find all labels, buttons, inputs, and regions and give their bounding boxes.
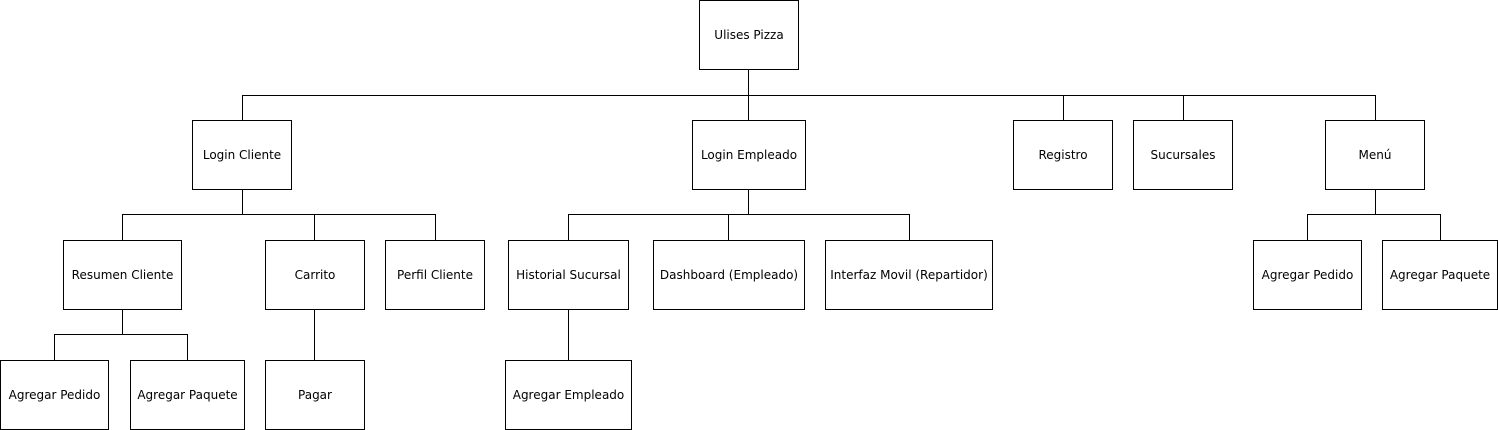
node-resumen-agregar-pedido: Agregar Pedido bbox=[0, 360, 109, 430]
connector-line bbox=[568, 214, 569, 240]
node-carrito: Carrito bbox=[265, 240, 365, 310]
connector-line bbox=[568, 214, 910, 215]
connector-line bbox=[1440, 214, 1441, 240]
node-login-cliente: Login Cliente bbox=[192, 120, 292, 190]
node-sucursales: Sucursales bbox=[1133, 120, 1233, 190]
connector-line bbox=[728, 214, 729, 240]
node-pagar: Pagar bbox=[265, 360, 365, 430]
connector-line bbox=[748, 69, 749, 96]
connector-line bbox=[748, 189, 749, 215]
connector-line bbox=[242, 95, 1376, 96]
node-interfaz-movil: Interfaz Movil (Repartidor) bbox=[825, 240, 993, 310]
connector-line bbox=[568, 309, 569, 360]
node-login-empleado: Login Empleado bbox=[692, 120, 806, 190]
connector-line bbox=[122, 214, 123, 240]
connector-line bbox=[314, 214, 315, 240]
connector-line bbox=[1063, 95, 1064, 121]
connector-line bbox=[748, 95, 749, 121]
node-agregar-empleado: Agregar Empleado bbox=[505, 360, 632, 430]
node-historial-sucursal: Historial Sucursal bbox=[508, 240, 629, 310]
connector-line bbox=[1375, 95, 1376, 121]
connector-line bbox=[1375, 189, 1376, 215]
node-menu-agregar-pedido: Agregar Pedido bbox=[1253, 240, 1362, 310]
connector-line bbox=[54, 334, 188, 335]
connector-line bbox=[242, 95, 243, 121]
node-registro: Registro bbox=[1013, 120, 1113, 190]
node-dashboard-empleado: Dashboard (Empleado) bbox=[653, 240, 805, 310]
connector-line bbox=[122, 214, 436, 215]
connector-line bbox=[909, 214, 910, 240]
connector-line bbox=[1307, 214, 1441, 215]
node-perfil-cliente: Perfil Cliente bbox=[385, 240, 485, 310]
connector-line bbox=[1307, 214, 1308, 240]
connector-line bbox=[122, 309, 123, 335]
node-resumen-cliente: Resumen Cliente bbox=[63, 240, 182, 310]
connector-line bbox=[1183, 95, 1184, 121]
connector-line bbox=[187, 334, 188, 360]
connector-line bbox=[242, 189, 243, 215]
node-ulises-pizza: Ulises Pizza bbox=[699, 0, 799, 70]
connector-line bbox=[314, 309, 315, 360]
connector-line bbox=[435, 214, 436, 240]
connector-line bbox=[54, 334, 55, 360]
node-resumen-agregar-paquete: Agregar Paquete bbox=[130, 360, 245, 430]
node-menu-agregar-paquete: Agregar Paquete bbox=[1382, 240, 1498, 310]
node-menu: Menú bbox=[1325, 120, 1425, 190]
